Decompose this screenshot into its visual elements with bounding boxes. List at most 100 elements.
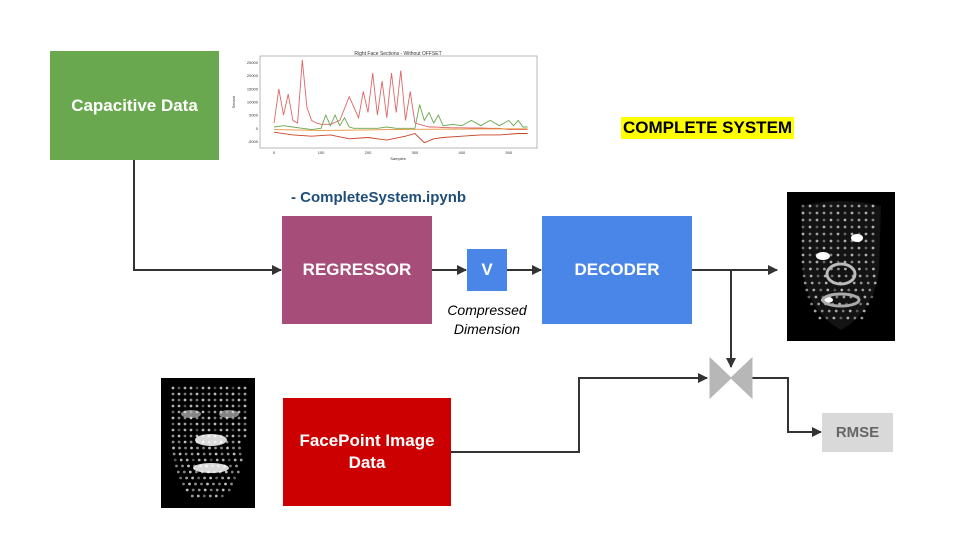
face-dot [224, 470, 228, 474]
face-dot [201, 416, 205, 420]
face-dot [852, 281, 856, 285]
face-dot [829, 253, 833, 257]
face-dot [194, 470, 198, 474]
face-dot [220, 446, 223, 450]
face-dot [231, 392, 235, 396]
face-dot [843, 218, 847, 222]
face-dot [189, 386, 193, 390]
face-dot [857, 211, 861, 215]
face-dot [801, 232, 805, 236]
face-dot [179, 458, 183, 462]
face-dot [844, 274, 848, 278]
face-dot [177, 416, 181, 420]
face-dot [177, 392, 181, 396]
face-dot [231, 434, 235, 438]
face-dot [225, 386, 229, 390]
face-dot [871, 239, 875, 243]
face-dot [196, 494, 200, 498]
face-dot [188, 482, 191, 486]
face-dot [213, 386, 217, 390]
face-dot [213, 428, 217, 432]
face-dot [841, 309, 845, 313]
face-dot [207, 410, 211, 414]
face-dot [183, 428, 187, 432]
chart-xtick-label: 500 [505, 150, 512, 155]
face-dot [178, 452, 182, 456]
face-dot [817, 302, 820, 306]
facepoint-face-image [161, 378, 255, 508]
face-dot [864, 204, 868, 208]
face-dot [822, 211, 826, 215]
face-dot [215, 488, 219, 492]
face-dot [189, 428, 193, 432]
face-dot [197, 488, 201, 492]
face-dot [220, 494, 224, 498]
chart-ytick-label: -5000 [248, 139, 259, 144]
face-dot [236, 470, 240, 474]
face-dot [203, 488, 207, 492]
chart-xtick-label: 200 [365, 150, 372, 155]
face-dot [189, 404, 193, 408]
face-dot [843, 225, 847, 229]
face-dot [872, 274, 876, 278]
notebook-name: - CompleteSystem.ipynb [291, 189, 467, 206]
face-dot [237, 386, 241, 390]
chart-ytick-label: 0 [256, 126, 259, 131]
face-dot [221, 458, 225, 462]
face-dot [189, 422, 193, 426]
face-dot [815, 239, 819, 243]
face-dot [847, 288, 851, 292]
face-dot [866, 302, 869, 306]
face-dot [815, 232, 819, 236]
face-dot [862, 309, 866, 313]
face-dot [820, 309, 824, 313]
chart-series-line-3 [274, 128, 528, 131]
face-dot [188, 470, 192, 474]
face-dot [171, 416, 175, 420]
face-dot [191, 476, 194, 480]
face-dot [239, 458, 243, 462]
face-dot [171, 422, 175, 426]
chart-xtick-label: 400 [459, 150, 466, 155]
face-dot [812, 288, 816, 292]
face-dot [861, 288, 865, 292]
rmse-node: RMSE [822, 413, 893, 452]
face-dot [233, 458, 237, 462]
face-dot [817, 281, 821, 285]
face-dot [809, 274, 813, 278]
face-dot [171, 440, 175, 444]
face-dot [237, 404, 241, 408]
face-dot [836, 225, 840, 229]
face-dot [171, 410, 175, 414]
face-dot [822, 260, 826, 264]
face-dot [813, 309, 817, 313]
face-dot [808, 211, 812, 215]
face-dot [830, 274, 834, 278]
face-dot [231, 422, 235, 426]
face-dot [190, 452, 194, 456]
arrow-merge-to-rmse [751, 377, 822, 437]
capacitive-data-node: Capacitive Data [50, 51, 219, 160]
face-dot [184, 452, 188, 456]
face-dot [243, 422, 247, 426]
face-dot [808, 260, 812, 264]
face-dot [843, 246, 847, 250]
face-dot [810, 281, 814, 285]
face-dot [219, 404, 223, 408]
face-dot [840, 288, 844, 292]
face-dot [843, 260, 847, 264]
face-dot [873, 281, 877, 285]
regressor-node: REGRESSOR [282, 216, 432, 324]
face-dot [822, 225, 826, 229]
face-dot [208, 494, 212, 498]
face-dot [177, 398, 181, 402]
face-dot [177, 434, 181, 438]
face-dot [855, 309, 859, 313]
face-dot [843, 211, 847, 215]
face-dot [871, 253, 875, 257]
face-dot [853, 316, 857, 320]
face-dot [181, 464, 184, 468]
face-dot [171, 392, 175, 396]
face-dot [207, 404, 211, 408]
face-dot [243, 392, 247, 396]
